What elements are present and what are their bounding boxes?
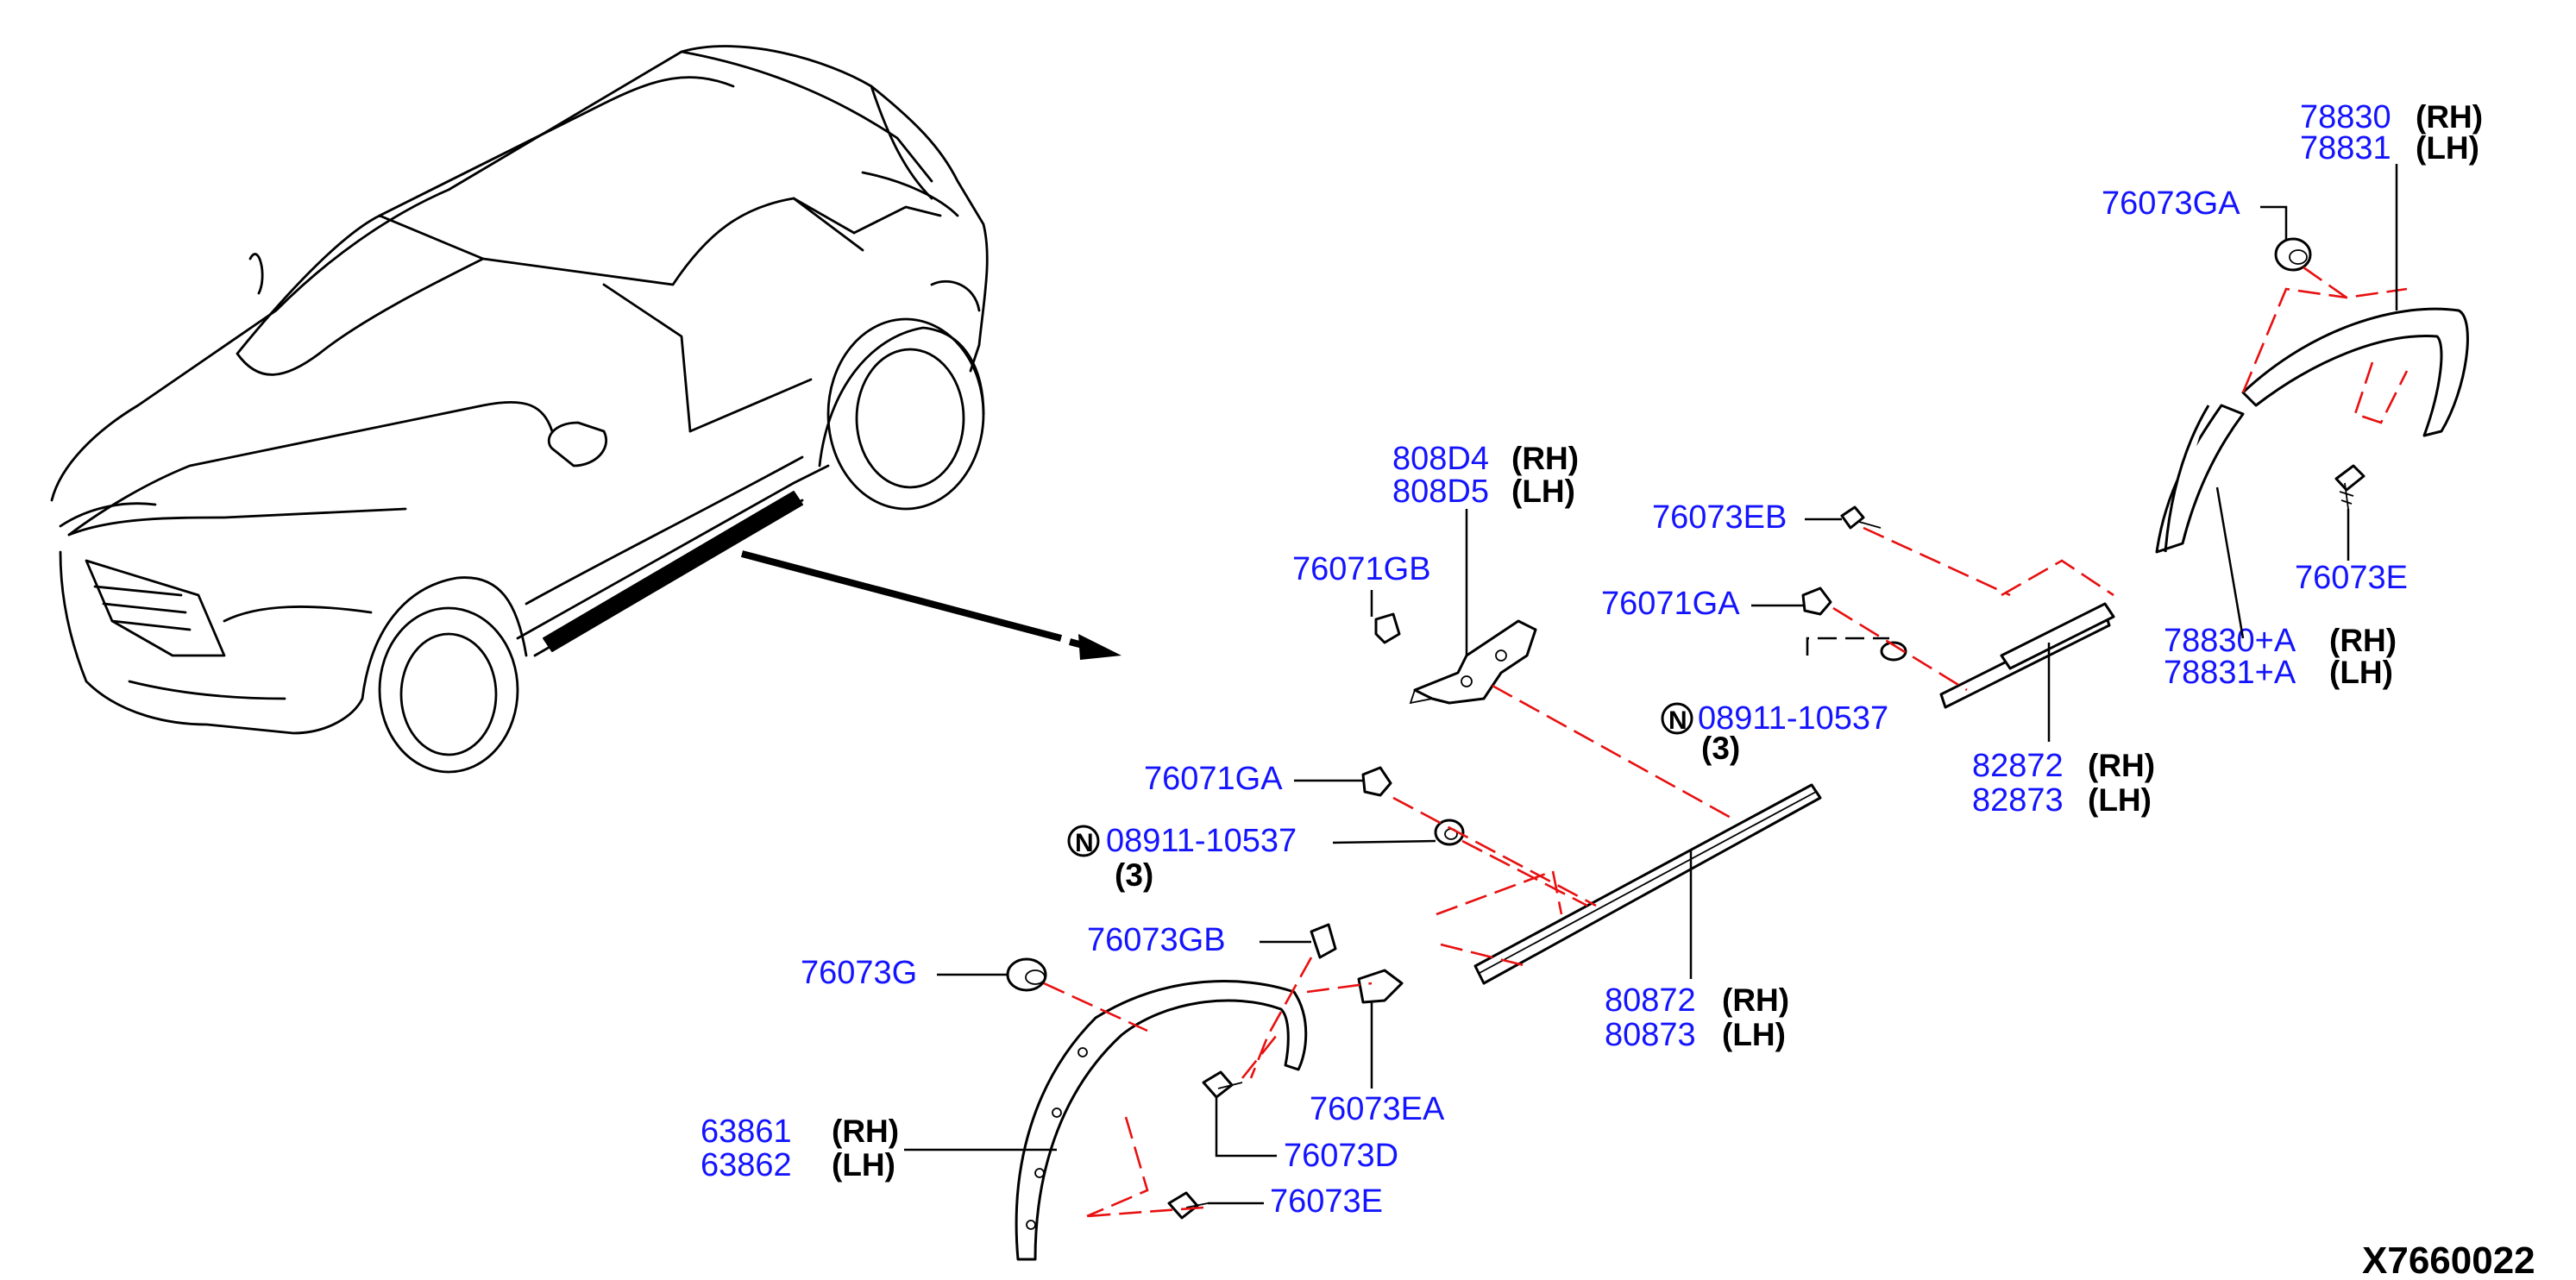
part-number-76071GB: 76071GB xyxy=(1292,551,1431,587)
front-wheel-arch-moulding xyxy=(1015,980,1308,1261)
callout-82872: 82872 (RH) 82873 (LH) xyxy=(1972,643,2155,819)
clip-76071GA-upper xyxy=(1801,587,1832,616)
side-lh: (LH) xyxy=(2088,782,2152,818)
part-number-80873: 80873 xyxy=(1605,1017,1696,1053)
callout-63861: 63861 (RH) 63862 (LH) xyxy=(701,1114,1057,1183)
part-number-78831: 78831 xyxy=(2300,130,2391,166)
part-number-78831A: 78831+A xyxy=(2164,655,2296,691)
part-number-76073E: 76073E xyxy=(1270,1183,1383,1220)
note-n-icon xyxy=(1067,825,1100,857)
quantity: (3) xyxy=(1701,731,1740,766)
callout-08911-upper: N 08911-10537 (3) xyxy=(1661,700,1888,766)
clip-76071GB xyxy=(1374,612,1401,644)
part-number-76071GA: 76071GA xyxy=(1601,586,1740,622)
side-rh: (RH) xyxy=(1511,441,1579,476)
part-number-82872: 82872 xyxy=(1972,748,2064,784)
clip-76071GA-lower xyxy=(1361,766,1392,797)
part-number-76073GB: 76073GB xyxy=(1087,922,1226,958)
side-sill-moulding xyxy=(1473,783,1822,985)
quantity: (3) xyxy=(1115,857,1153,893)
screw-76073D xyxy=(1202,1070,1243,1099)
side-lh: (LH) xyxy=(2416,130,2479,166)
bracket-76073EA xyxy=(1357,969,1404,1004)
note-n-icon xyxy=(1661,702,1693,735)
callout-76073G: 76073G xyxy=(801,955,1008,991)
rear-arch-extension xyxy=(2164,405,2210,553)
part-number-78830: 78830 xyxy=(2300,99,2391,135)
upper-sill-garnish xyxy=(1939,602,2115,709)
callout-76071GA-lower: 76071GA xyxy=(1144,761,1363,797)
note-n-symbol: N xyxy=(1668,706,1687,735)
part-number-808D4: 808D4 xyxy=(1392,441,1489,477)
screw-76073E-top xyxy=(2334,464,2366,510)
part-number-76073GA: 76073GA xyxy=(2102,185,2240,222)
part-number-78830A: 78830+A xyxy=(2164,623,2296,659)
side-rh: (RH) xyxy=(2329,623,2397,658)
side-rh: (RH) xyxy=(2416,99,2483,135)
part-number-08911-10537: 08911-10537 xyxy=(1698,700,1888,737)
screw-76073E-bottom xyxy=(1167,1191,1209,1220)
assembly-lines xyxy=(1043,266,2409,1218)
vehicle-illustration xyxy=(50,45,989,774)
screw-76073EB xyxy=(1840,505,1882,530)
part-number-76073EA: 76073EA xyxy=(1310,1091,1445,1127)
side-lh: (LH) xyxy=(2329,655,2393,690)
part-number-76073E: 76073E xyxy=(2295,560,2408,596)
clip-76073GA xyxy=(2274,237,2312,272)
note-n-symbol: N xyxy=(1075,829,1094,857)
side-rh: (RH) xyxy=(1722,982,1789,1018)
side-lh: (LH) xyxy=(832,1147,895,1183)
callout-76071GA-upper: 76071GA xyxy=(1601,586,1803,622)
diagram-code: X7660022 xyxy=(2362,1239,2535,1280)
callout-76071GB: 76071GB xyxy=(1292,551,1431,617)
part-number-808D5: 808D5 xyxy=(1392,474,1489,510)
part-number-80872: 80872 xyxy=(1605,982,1696,1019)
callout-76073D: 76073D xyxy=(1215,1097,1398,1174)
grommet-76073G xyxy=(1006,957,1047,992)
part-number-63861: 63861 xyxy=(701,1114,792,1150)
callout-78830A: 78830+A (RH) 78831+A (LH) xyxy=(2164,486,2397,691)
callout-808D4: 808D4 (RH) 808D5 (LH) xyxy=(1392,441,1579,656)
nut-08911-lower xyxy=(1434,819,1465,846)
rear-wheel-arch-moulding xyxy=(2155,307,2469,554)
callout-78830: 78830 (RH) 78831 (LH) xyxy=(2300,99,2483,311)
part-number-08911-10537: 08911-10537 xyxy=(1106,823,1297,859)
clip-76073GB xyxy=(1310,923,1337,959)
part-number-63862: 63862 xyxy=(701,1147,792,1183)
direction-arrow xyxy=(740,550,1122,660)
callout-76073E-bottom: 76073E xyxy=(1208,1183,1383,1220)
side-lh: (LH) xyxy=(1722,1017,1786,1052)
part-number-82873: 82873 xyxy=(1972,782,2064,819)
side-rh: (RH) xyxy=(2088,748,2155,783)
side-lh: (LH) xyxy=(1511,474,1575,509)
part-number-76073D: 76073D xyxy=(1284,1138,1398,1174)
part-number-76071GA: 76071GA xyxy=(1144,761,1283,797)
callout-08911-lower: N 08911-10537 (3) xyxy=(1067,823,1436,893)
callout-76073E-top: 76073E xyxy=(2295,509,2408,596)
callout-76073GA: 76073GA xyxy=(2102,185,2288,240)
callout-76073GB: 76073GB xyxy=(1087,922,1311,958)
callout-76073EB: 76073EB xyxy=(1652,499,1842,536)
callout-76073EA: 76073EA xyxy=(1310,1002,1445,1127)
side-rh: (RH) xyxy=(832,1114,899,1149)
part-number-76073EB: 76073EB xyxy=(1652,499,1787,536)
callout-80872: 80872 (RH) 80873 (LH) xyxy=(1605,850,1789,1053)
part-number-76073G: 76073G xyxy=(801,955,917,991)
moulding-bracket xyxy=(1409,619,1537,705)
